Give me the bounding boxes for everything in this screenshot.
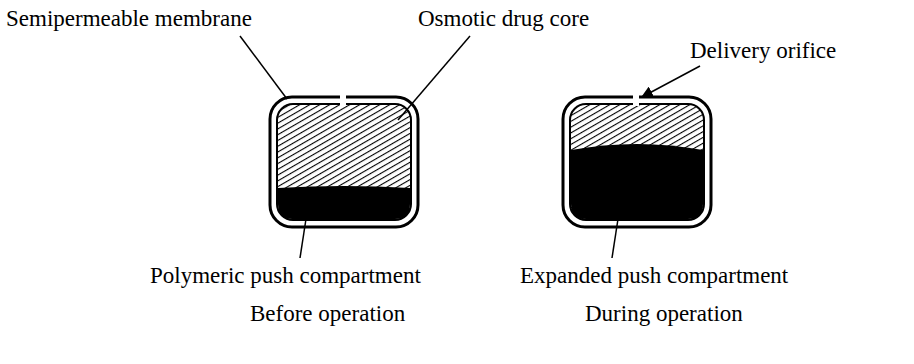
leader-line: [398, 36, 470, 120]
leader-line: [612, 219, 618, 258]
part-label: Delivery orifice: [690, 38, 836, 63]
part-label: Polymeric push compartment: [150, 263, 421, 288]
membrane-outer: [563, 97, 711, 227]
part-label: Expanded push compartment: [520, 263, 788, 288]
delivery-orifice: [340, 94, 346, 106]
part-label: During operation: [585, 301, 743, 326]
push-compartment: [278, 186, 410, 219]
leader-line: [240, 36, 287, 99]
part-label: Semipermeable membrane: [6, 6, 252, 31]
leader-line: [300, 219, 306, 258]
part-label: Osmotic drug core: [418, 6, 589, 31]
part-label: Before operation: [250, 301, 405, 326]
membrane-outer: [270, 97, 418, 227]
expanded-push-compartment: [571, 144, 703, 219]
drug-core: [277, 104, 411, 220]
drug-core: [570, 104, 704, 220]
delivery-orifice: [633, 94, 639, 106]
tablet-during: [563, 94, 711, 227]
tablet-before: [270, 94, 418, 227]
leader-arrow: [642, 66, 700, 97]
